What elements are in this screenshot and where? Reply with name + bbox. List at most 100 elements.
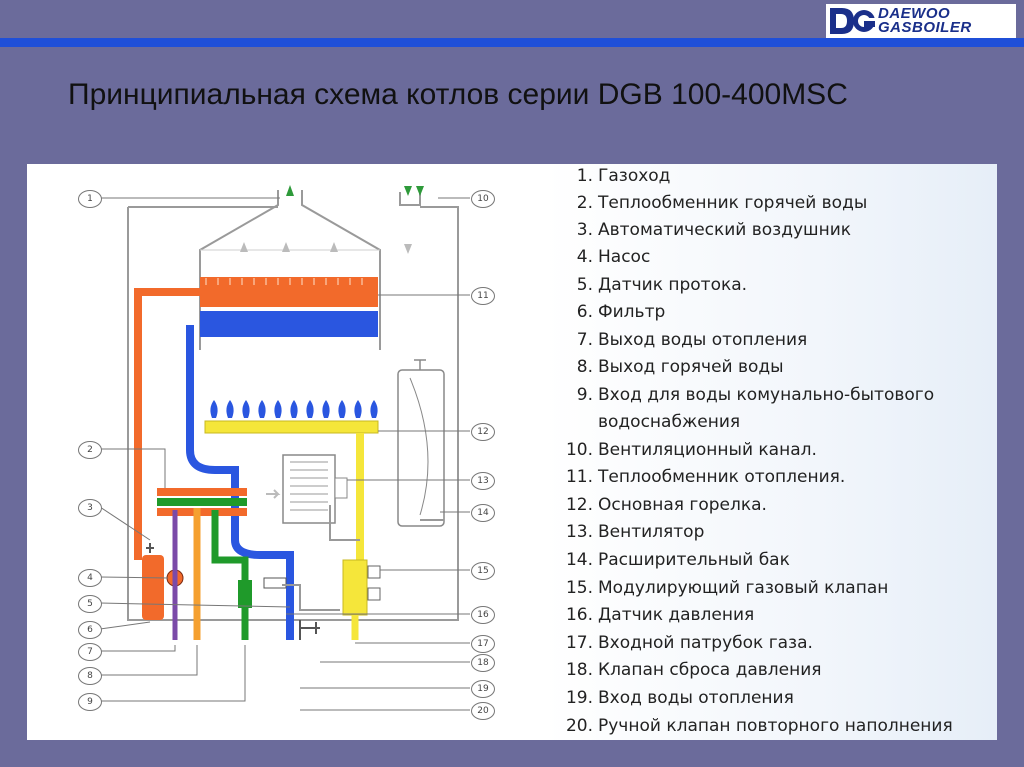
callout-marker: 6: [78, 621, 102, 639]
legend-number: 13.: [565, 522, 593, 542]
cold-return-band: [200, 311, 378, 337]
legend-item: 7.Выход воды отопления: [565, 330, 807, 350]
burner-flames: [210, 400, 378, 418]
fan: [282, 454, 336, 524]
callout-marker: 1: [78, 190, 102, 208]
legend-text: Датчик давления: [598, 605, 755, 625]
heating-heat-exchanger: [200, 277, 378, 307]
legend-item: 19.Вход воды отопления: [565, 688, 794, 708]
legend-number: 17.: [565, 633, 593, 653]
legend-number: 15.: [565, 578, 593, 598]
legend-item: 12.Основная горелка.: [565, 495, 767, 515]
legend-number: 7.: [576, 330, 593, 350]
legend-item: 8.Выход горячей воды: [565, 357, 784, 377]
company-logo: DAEWOO GASBOILER: [826, 4, 1016, 38]
legend-number: 16.: [565, 605, 593, 625]
callout-marker: 14: [471, 504, 495, 522]
callout-marker: 8: [78, 667, 102, 685]
legend-text: Фильтр: [598, 302, 666, 322]
legend-text: Газоход: [598, 166, 671, 186]
legend-number: 10.: [565, 440, 593, 460]
legend-number: 8.: [576, 357, 593, 377]
vent-duct: [399, 192, 421, 206]
heating-supply-pipe: [134, 288, 205, 560]
header-stripe: [0, 38, 1024, 47]
legend-number: 5.: [576, 275, 593, 295]
callout-marker: 2: [78, 441, 102, 459]
legend-text: Модулирующий газовый клапан: [598, 578, 889, 598]
expansion-tank: [397, 369, 445, 527]
flow-arrows: [286, 185, 424, 196]
legend-item: 11.Теплообменник отопления.: [565, 467, 845, 487]
legend-item: 5.Датчик протока.: [565, 275, 747, 295]
callout-marker: 16: [471, 606, 495, 624]
legend-item: 20.Ручной клапан повторного наполнения: [565, 716, 953, 736]
callout-marker: 10: [471, 190, 495, 208]
callout-marker: 17: [471, 635, 495, 653]
legend-text: Клапан сброса давления: [598, 660, 822, 680]
casing-outline: [127, 206, 459, 621]
legend-number: 1.: [576, 166, 593, 186]
boiler-diagram: [27, 164, 547, 740]
callout-marker: 11: [471, 287, 495, 305]
callout-marker: 12: [471, 423, 495, 441]
legend-text: Автоматический воздушник: [598, 220, 852, 240]
pump-filter-body: [142, 555, 164, 620]
callout-marker: 9: [78, 693, 102, 711]
legend-text: Теплообменник горячей воды: [598, 193, 868, 213]
legend-item: 1.Газоход: [565, 166, 671, 186]
legend-number: 20.: [565, 716, 593, 736]
callout-marker: 13: [471, 472, 495, 490]
legend-item: 17.Входной патрубок газа.: [565, 633, 813, 653]
legend-item: 15.Модулирующий газовый клапан: [565, 578, 888, 598]
legend-number: 19.: [565, 688, 593, 708]
legend-number: 2.: [576, 193, 593, 213]
legend-item: 13.Вентилятор: [565, 522, 704, 542]
legend-number: 9.: [576, 385, 593, 405]
legend-item: 2.Теплообменник горячей воды: [565, 193, 867, 213]
legend-text: Вход для воды комунально-бытового: [598, 385, 935, 405]
legend-item: 4.Насос: [565, 247, 651, 267]
legend-text: Насос: [598, 247, 651, 267]
callout-marker: 3: [78, 499, 102, 517]
legend-item: 9.Вход для воды комунально-бытового: [565, 385, 934, 405]
main-burner: [204, 420, 379, 434]
legend-text: Основная горелка.: [598, 495, 767, 515]
callout-marker: 20: [471, 702, 495, 720]
legend-text: Датчик протока.: [598, 275, 748, 295]
legend-text: Выход горячей воды: [598, 357, 784, 377]
legend-text: водоснабжения: [598, 412, 741, 432]
legend-text: Вход воды отопления: [598, 688, 794, 708]
legend-text: Вентилятор: [598, 522, 705, 542]
legend-text: Входной патрубок газа.: [598, 633, 813, 653]
legend-number: 11.: [565, 467, 593, 487]
logo-line1: DAEWOO: [878, 5, 951, 22]
callout-marker: 19: [471, 680, 495, 698]
legend-number: 6.: [576, 302, 593, 322]
leader-lines: [99, 197, 470, 711]
legend-number: 3.: [576, 220, 593, 240]
callout-marker: 5: [78, 595, 102, 613]
modulating-gas-valve: [342, 559, 368, 616]
callout-marker: 18: [471, 654, 495, 672]
legend-number: 12.: [565, 495, 593, 515]
legend-number: 14.: [565, 550, 593, 570]
callout-marker: 7: [78, 643, 102, 661]
legend-number: 4.: [576, 247, 593, 267]
legend-item: 10.Вентиляционный канал.: [565, 440, 817, 460]
legend-item: 16.Датчик давления: [565, 605, 754, 625]
callout-marker: 4: [78, 569, 102, 587]
legend-text: Выход воды отопления: [598, 330, 808, 350]
legend-text: Ручной клапан повторного наполнения: [598, 716, 953, 736]
legend-text: Теплообменник отопления.: [598, 467, 846, 487]
legend-text: Вентиляционный канал.: [598, 440, 817, 460]
legend-item: 6.Фильтр: [565, 302, 666, 322]
legend-item: 3.Автоматический воздушник: [565, 220, 851, 240]
slide-title: Принципиальная схема котлов серии DGB 10…: [68, 78, 848, 111]
legend-text: Расширительный бак: [598, 550, 790, 570]
legend-item: водоснабжения: [598, 412, 740, 432]
logo-line2: GASBOILER: [878, 19, 972, 36]
logo-mark-icon: [826, 4, 878, 38]
callout-marker: 15: [471, 562, 495, 580]
